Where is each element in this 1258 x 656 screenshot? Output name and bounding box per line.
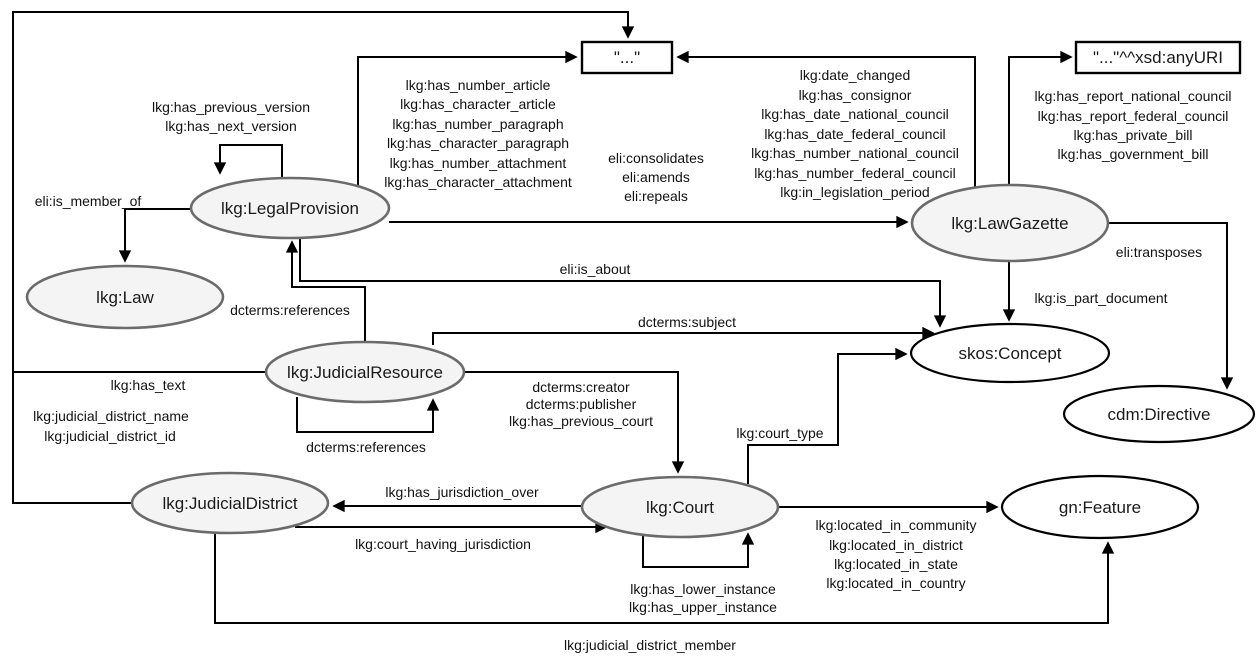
label-has-jurisdiction-over: lkg:has_jurisdiction_over <box>385 484 539 500</box>
label-court-having-jurisdiction: lkg:court_having_jurisdiction <box>355 536 531 552</box>
cdm-directive-ellipse <box>1062 384 1256 444</box>
literal-anyuri-rect <box>1074 40 1242 75</box>
label-has-text: lkg:has_text <box>111 377 186 393</box>
label-eli-relations-0: eli:consolidates <box>608 150 704 166</box>
literal-anyuri-label: "..."^^xsd:anyURI <box>1093 48 1223 67</box>
node-skos-concept: skos:Concept <box>909 322 1111 384</box>
legal-provision-ellipse <box>189 176 391 240</box>
label-located-in-2: lkg:located_in_state <box>834 556 958 572</box>
judicial-district-label: lkg:JudicialDistrict <box>162 494 297 513</box>
node-cdm-directive: cdm:Directive <box>1062 384 1256 444</box>
label-lg-uri-0: lkg:has_report_national_council <box>1035 88 1232 104</box>
node-court: lkg:Court <box>580 475 780 539</box>
edge-court-type <box>747 347 908 484</box>
label-eli-relations-1: eli:amends <box>622 169 690 185</box>
edge-left-trunk-to-literal <box>12 11 635 504</box>
label-is-member-of: eli:is_member_of <box>35 193 142 209</box>
label-judicial-district-member: lkg:judicial_district_member <box>564 637 736 653</box>
law-ellipse <box>25 264 225 330</box>
label-lg-datatype-3: lkg:has_date_federal_council <box>764 126 945 142</box>
law-gazette-label: lkg:LawGazette <box>951 214 1068 233</box>
edge-labels: lkg:has_previous_version lkg:has_next_ve… <box>33 67 1231 653</box>
judicial-resource-label: lkg:JudicialResource <box>287 363 443 382</box>
cdm-directive-label: cdm:Directive <box>1108 405 1211 424</box>
literal-anyuri-box: "..."^^xsd:anyURI <box>1074 40 1242 75</box>
label-lp-datatype-1: lkg:has_character_article <box>400 96 556 112</box>
label-lg-uri-3: lkg:has_government_bill <box>1058 146 1209 162</box>
label-lp-datatype-0: lkg:has_number_article <box>406 77 551 93</box>
court-ellipse <box>580 475 780 539</box>
legal-provision-label: lkg:LegalProvision <box>221 199 359 218</box>
label-district-datatype-0: lkg:judicial_district_name <box>33 408 189 424</box>
label-instance-loop-1: lkg:has_upper_instance <box>629 599 777 615</box>
label-located-in-0: lkg:located_in_community <box>815 517 976 533</box>
label-subject: dcterms:subject <box>638 314 736 330</box>
node-law-gazette: lkg:LawGazette <box>910 183 1110 263</box>
label-court-type: lkg:court_type <box>736 425 823 441</box>
edge-instance-loop <box>642 532 755 568</box>
label-transposes: eli:transposes <box>1116 244 1202 260</box>
label-lg-uri-2: lkg:has_private_bill <box>1073 127 1192 143</box>
label-references-loop: dcterms:references <box>306 439 426 455</box>
label-lg-uri-1: lkg:has_report_federal_council <box>1038 108 1229 124</box>
literal-string-label: "..." <box>614 48 640 67</box>
skos-concept-ellipse <box>909 322 1111 384</box>
label-lp-datatype-4: lkg:has_number_attachment <box>390 155 567 171</box>
edge-transposes <box>1107 222 1234 390</box>
edge-is-about <box>299 238 947 328</box>
law-label: lkg:Law <box>96 288 154 307</box>
node-legal-provision: lkg:LegalProvision <box>189 176 391 240</box>
label-is-about: eli:is_about <box>560 261 631 277</box>
edge-references-loop <box>296 397 440 433</box>
label-located-in-1: lkg:located_in_district <box>829 537 963 553</box>
label-creator-group-1: dcterms:publisher <box>526 396 637 412</box>
label-lg-datatype-1: lkg:has_consignor <box>799 87 912 103</box>
label-eli-relations-2: eli:repeals <box>624 188 688 204</box>
node-law: lkg:Law <box>25 264 225 330</box>
label-lg-datatype-4: lkg:has_number_national_council <box>751 145 959 161</box>
court-label: lkg:Court <box>646 498 714 517</box>
label-instance-loop-0: lkg:has_lower_instance <box>630 581 776 597</box>
gn-feature-ellipse <box>1000 474 1200 540</box>
edge-law-gazette-uri <box>1008 50 1073 186</box>
gn-feature-label: gn:Feature <box>1059 498 1141 517</box>
nodes: lkg:LegalProvision lkg:Law lkg:JudicialR… <box>25 40 1256 540</box>
edges <box>12 11 1234 624</box>
edge-version-loop <box>213 144 283 178</box>
judicial-district-ellipse <box>130 471 330 535</box>
label-lg-datatype-6: lkg:in_legislation_period <box>780 184 929 200</box>
label-lp-datatype-5: lkg:has_character_attachment <box>384 174 572 190</box>
judicial-resource-ellipse <box>264 340 466 404</box>
label-creator-group-2: lkg:has_previous_court <box>509 413 653 429</box>
literal-string-rect <box>580 40 674 75</box>
edge-is-member-of <box>118 208 191 263</box>
label-creator-group-0: dcterms:creator <box>532 379 630 395</box>
label-is-part-document: lkg:is_part_document <box>1034 290 1167 306</box>
node-gn-feature: gn:Feature <box>1000 474 1200 540</box>
label-references-to-provision: dcterms:references <box>230 302 350 318</box>
law-gazette-ellipse <box>910 183 1110 263</box>
label-lp-datatype-2: lkg:has_number_paragraph <box>392 116 563 132</box>
edge-law-gazette-datatype <box>676 50 976 189</box>
label-district-datatype-1: lkg:judicial_district_id <box>44 428 176 444</box>
label-located-in-3: lkg:located_in_country <box>826 575 965 591</box>
label-lg-datatype-2: lkg:has_date_national_council <box>761 106 949 122</box>
node-judicial-district: lkg:JudicialDistrict <box>130 471 330 535</box>
skos-concept-label: skos:Concept <box>959 344 1062 363</box>
node-judicial-resource: lkg:JudicialResource <box>264 340 466 404</box>
literal-string-box: "..." <box>580 40 674 75</box>
edge-judicial-district-member <box>214 532 1115 624</box>
label-version-loop-1: lkg:has_next_version <box>165 118 297 134</box>
edge-creator-group <box>463 371 685 474</box>
label-lp-datatype-3: lkg:has_character_paragraph <box>387 135 569 151</box>
edge-references-to-provision <box>285 240 366 343</box>
label-lg-datatype-0: lkg:date_changed <box>800 67 911 83</box>
edge-legal-provision-datatype <box>357 50 578 187</box>
label-lg-datatype-5: lkg:has_number_federal_council <box>754 165 956 181</box>
label-version-loop-0: lkg:has_previous_version <box>152 99 310 115</box>
edge-subject <box>432 326 935 345</box>
